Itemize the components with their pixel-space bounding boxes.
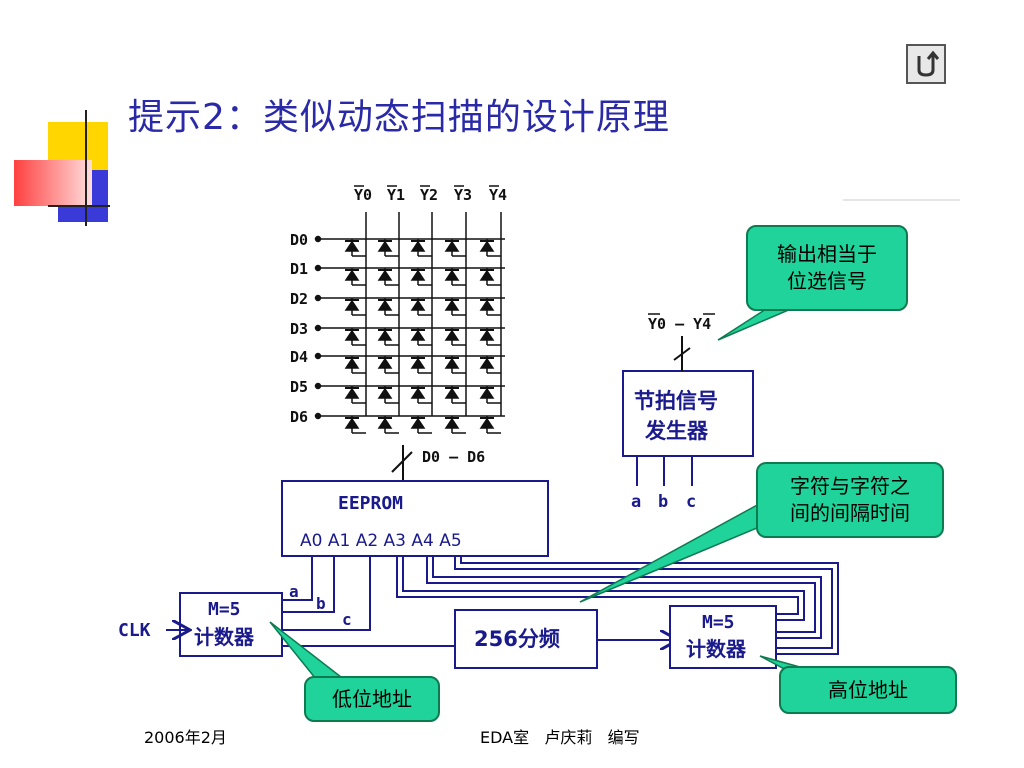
led-diode	[377, 328, 399, 346]
eeprom-name: EEPROM	[338, 493, 403, 514]
led-diode	[344, 356, 366, 374]
row-terminal	[314, 294, 322, 302]
led-diode	[377, 386, 399, 404]
led-diode	[344, 416, 366, 434]
beat-generator-inputs	[636, 456, 693, 486]
decor-horizontal-line	[48, 205, 110, 207]
page-title: 提示2：类似动态扫描的设计原理	[128, 97, 670, 138]
footer-date: 2006年2月	[144, 728, 227, 747]
beat-generator-line1: 节拍信号	[634, 389, 718, 413]
led-diode	[344, 268, 366, 286]
led-diode	[377, 268, 399, 286]
led-diode	[444, 356, 466, 374]
led-diode	[344, 328, 366, 346]
led-diode	[444, 416, 466, 434]
row-label: D1	[290, 260, 308, 278]
led-diode	[410, 328, 432, 346]
led-diode	[444, 298, 466, 316]
row-label: D4	[290, 348, 308, 366]
led-matrix	[314, 212, 505, 434]
beat-input-c: c	[686, 492, 696, 512]
row-label: D5	[290, 378, 308, 396]
data-bus	[391, 445, 413, 482]
row-label: D0	[290, 231, 308, 249]
row-terminal	[314, 352, 322, 360]
low-output-a: a	[289, 582, 299, 601]
led-diode	[344, 386, 366, 404]
callout-position-select: 输出相当于 位选信号	[746, 225, 908, 311]
y-bus	[673, 336, 691, 371]
eeprom-box	[281, 480, 549, 557]
low-output-c: c	[342, 610, 352, 629]
callout-low-address: 低位地址	[304, 676, 440, 722]
led-diode	[410, 356, 432, 374]
column-label: Y2	[420, 186, 438, 204]
row-label: D6	[290, 408, 308, 426]
clk-label: CLK	[118, 620, 151, 641]
led-diode	[444, 268, 466, 286]
column-labels: Y0 Y1 Y2 Y3 Y4	[354, 185, 507, 204]
led-diode	[344, 239, 366, 257]
high-counter-modulus: M=5	[702, 612, 735, 633]
led-diode	[479, 386, 501, 404]
low-counter-name: 计数器	[194, 625, 255, 649]
led-diode	[377, 298, 399, 316]
led-diode	[344, 298, 366, 316]
led-diode	[444, 328, 466, 346]
led-diode	[479, 268, 501, 286]
led-diode	[410, 268, 432, 286]
led-diode	[444, 386, 466, 404]
led-diode	[410, 298, 432, 316]
column-label: Y1	[387, 186, 405, 204]
divider-box	[454, 609, 598, 669]
decor-red-gradient	[14, 160, 92, 206]
decor-vertical-line	[85, 110, 87, 226]
led-diode	[479, 328, 501, 346]
return-button[interactable]	[906, 44, 946, 84]
callout-char-interval: 字符与字符之 间的间隔时间	[756, 462, 944, 538]
footer-author: EDA室 卢庆莉 编写	[480, 728, 640, 747]
callout-high-address: 高位地址	[779, 666, 957, 714]
row-terminal	[314, 324, 322, 332]
low-output-b: b	[316, 594, 326, 613]
beat-generator-line2: 发生器	[644, 419, 709, 443]
low-counter-outputs	[282, 556, 371, 631]
beat-input-b: b	[658, 492, 668, 512]
led-diode	[479, 239, 501, 257]
led-diode	[479, 416, 501, 434]
led-diode	[444, 239, 466, 257]
row-terminal	[314, 412, 322, 420]
low-counter-modulus: M=5	[208, 599, 241, 620]
data-bus-label: D0 — D6	[422, 448, 485, 466]
high-address-bus	[396, 556, 839, 655]
row-label: D3	[290, 320, 308, 338]
led-diode	[479, 356, 501, 374]
y-bus-label: Y0 — Y4	[648, 315, 711, 333]
row-terminal	[314, 264, 322, 272]
column-label: Y4	[489, 186, 507, 204]
led-diode	[377, 356, 399, 374]
column-label: Y0	[354, 186, 372, 204]
row-label: D2	[290, 290, 308, 308]
return-arrow-icon	[917, 50, 940, 77]
high-counter-name: 计数器	[686, 637, 747, 661]
row-terminal	[314, 382, 322, 390]
column-label: Y3	[454, 186, 472, 204]
eeprom-address-pins: A0 A1 A2 A3 A4 A5	[300, 531, 462, 551]
beat-generator-box	[622, 370, 754, 457]
led-diode	[479, 298, 501, 316]
divider-label: 256分频	[474, 627, 560, 651]
led-diode	[410, 239, 432, 257]
led-diode	[377, 416, 399, 434]
led-diode	[410, 386, 432, 404]
row-terminal	[314, 235, 322, 243]
led-diode	[410, 416, 432, 434]
beat-input-a: a	[631, 492, 641, 512]
led-diode	[377, 239, 399, 257]
